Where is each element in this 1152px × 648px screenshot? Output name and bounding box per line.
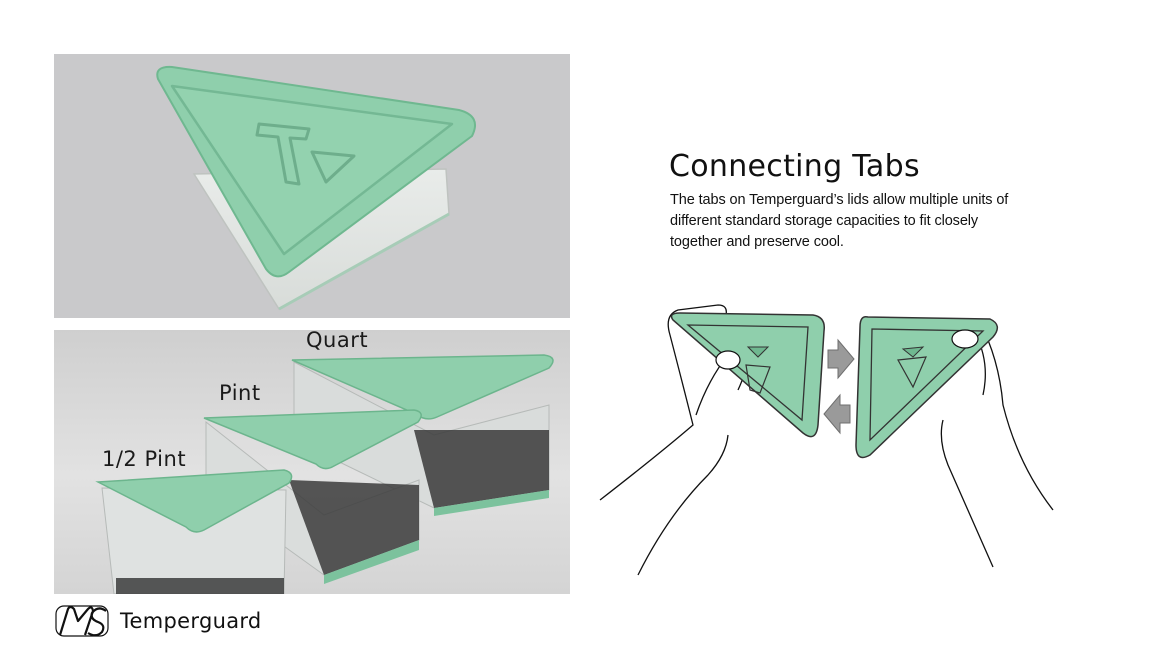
half-pint-container bbox=[95, 469, 293, 594]
right-lid bbox=[855, 315, 999, 459]
arrow-left-icon bbox=[823, 393, 851, 435]
product-sizes-render: Quart Pint 1/2 Pint bbox=[54, 330, 570, 594]
brand-logo-icon bbox=[55, 605, 109, 637]
container-sizes-illustration bbox=[95, 354, 554, 594]
quart-container bbox=[291, 354, 554, 516]
quart-label: Quart bbox=[306, 330, 369, 352]
feature-title: Connecting Tabs bbox=[669, 149, 920, 184]
pint-label: Pint bbox=[219, 381, 261, 405]
brand-footer: Temperguard bbox=[54, 603, 262, 639]
brand-name: Temperguard bbox=[120, 609, 262, 633]
left-lid bbox=[670, 312, 826, 438]
triangular-container-render bbox=[156, 65, 476, 311]
product-render-top bbox=[54, 54, 570, 318]
connecting-tabs-illustration bbox=[598, 295, 1058, 584]
half-pint-label: 1/2 Pint bbox=[102, 447, 187, 471]
feature-description: The tabs on Temperguard’s lids allow mul… bbox=[670, 192, 1009, 250]
pint-container bbox=[203, 409, 422, 584]
arrow-right-icon bbox=[827, 338, 855, 380]
